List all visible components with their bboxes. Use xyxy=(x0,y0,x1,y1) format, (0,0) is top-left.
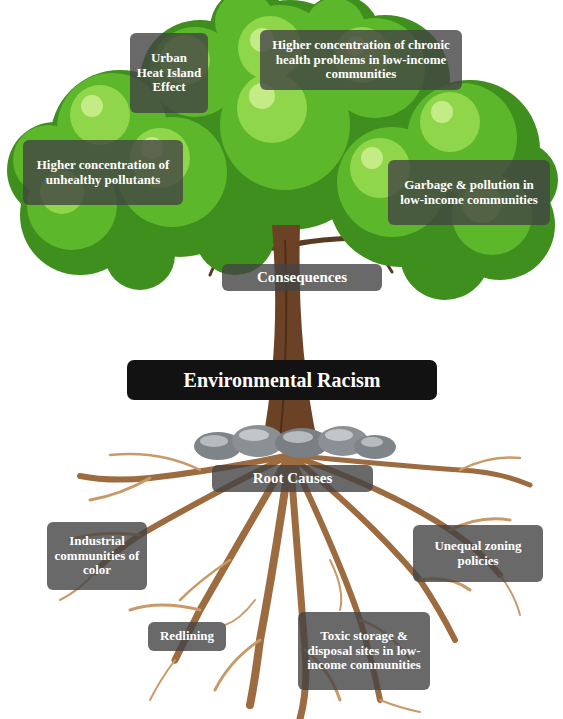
box-text: Consequences xyxy=(228,269,376,286)
box-text: Toxic storage & disposal sites in low-in… xyxy=(304,629,424,674)
consequence-box: Urban Heat Island Effect xyxy=(130,33,208,113)
box-text: Unequal zoning policies xyxy=(419,539,537,569)
cause-box: Redlining xyxy=(148,622,226,651)
consequence-box: Higher concentration of unhealthy pollut… xyxy=(23,140,183,205)
box-text: Redlining xyxy=(154,629,220,644)
box-text: Urban Heat Island Effect xyxy=(136,51,202,96)
box-text: Industrial communities of color xyxy=(53,534,141,579)
cause-box: Toxic storage & disposal sites in low-in… xyxy=(298,612,430,690)
box-text: Root Causes xyxy=(218,470,367,487)
section-label: Consequences xyxy=(222,264,382,291)
cause-box: Industrial communities of color xyxy=(47,522,147,590)
trunk xyxy=(262,225,318,445)
box-text: Higher concentration of unhealthy pollut… xyxy=(29,158,177,188)
consequence-box: Garbage & pollution in low-income commun… xyxy=(388,160,550,225)
consequence-box: Higher concentration of chronic health p… xyxy=(260,30,462,90)
rocks xyxy=(194,425,396,460)
title-box: Environmental Racism xyxy=(127,360,437,400)
box-text: Higher concentration of chronic health p… xyxy=(266,38,456,83)
section-label: Root Causes xyxy=(212,465,373,492)
cause-box: Unequal zoning policies xyxy=(413,525,543,582)
box-text: Garbage & pollution in low-income commun… xyxy=(394,178,544,208)
box-text: Environmental Racism xyxy=(137,369,427,392)
